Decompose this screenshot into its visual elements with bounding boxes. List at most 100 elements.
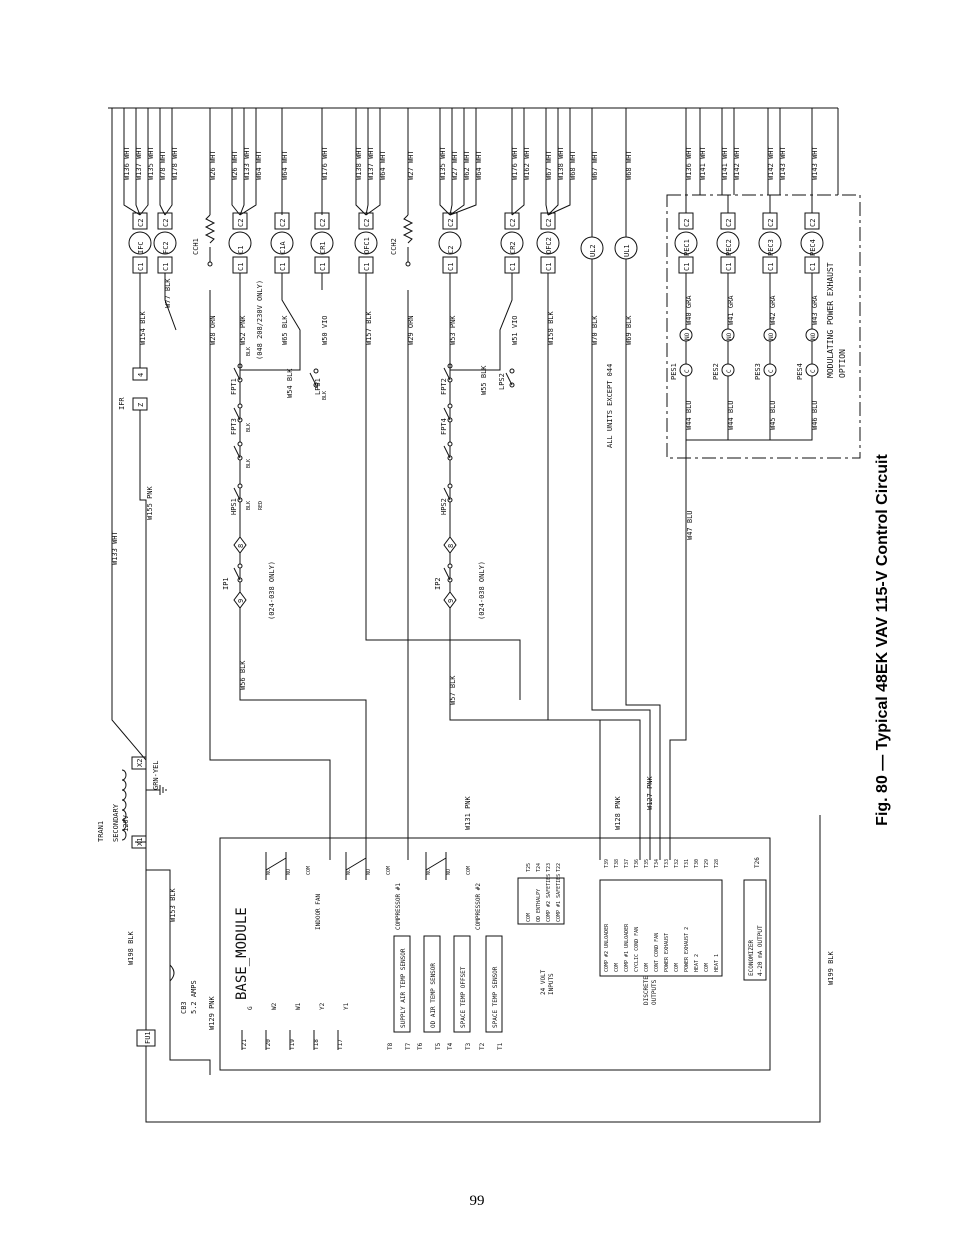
exhaust-blu-label: W46 BLU	[811, 400, 819, 430]
relay-nc: NC	[346, 869, 352, 875]
device-cch2: CCH2	[390, 238, 398, 255]
c1-label: C1	[137, 263, 145, 271]
exhaust-blu-label: W45 BLU	[769, 400, 777, 430]
input-terminal-label: T18	[313, 1039, 320, 1050]
input-terminal-label: T21	[241, 1039, 248, 1050]
c2-label: C2	[137, 219, 145, 227]
column-wire-label: W78 WHT	[159, 150, 167, 180]
column-wire-label: W68 WHT	[625, 150, 633, 180]
column-wire-label: W138 WHT	[355, 145, 363, 180]
pec-c2-label: C2	[767, 219, 775, 227]
wire-color-label: BLK	[246, 501, 252, 510]
w158-path	[547, 290, 641, 860]
exhaust-blu-label: W44 BLU	[685, 400, 693, 430]
discrete-label: COMP #1 UNLOADER	[624, 923, 630, 972]
column-merge	[449, 195, 453, 216]
xfmr-coil	[121, 769, 127, 781]
switch-contact	[447, 403, 453, 409]
column-wire-label: W26 WHT	[231, 150, 239, 180]
column-wire-label: W64 WHT	[379, 150, 387, 180]
column-merge	[547, 195, 559, 216]
column-wire-label: W64 WHT	[255, 150, 263, 180]
wire-color-label: BLK	[322, 391, 328, 400]
device-cr2	[500, 231, 524, 255]
rung-left-wire-label: W53 PNK	[449, 315, 457, 345]
discrete-label: CYCLIC COND FAN	[634, 927, 640, 972]
left-rail-to-fuse	[111, 700, 147, 1030]
sensor-term: T5	[435, 1042, 442, 1050]
relay-nc: NC	[266, 869, 272, 875]
ip-terminal-label: 8	[237, 544, 245, 548]
exhaust-title-1: MODULATING POWER EXHAUST	[826, 262, 835, 378]
pec-label: PEC2	[725, 239, 733, 256]
power-exhaust-option-box	[666, 194, 861, 459]
device-c1	[228, 231, 252, 255]
input-signal-label: G	[247, 1006, 254, 1010]
column-merge	[547, 195, 571, 216]
device-pec1	[674, 231, 698, 255]
w129-to-module	[169, 1030, 211, 1075]
c2-box	[157, 212, 173, 230]
input-terminal-label: T20	[265, 1039, 272, 1050]
device-label: CR2	[509, 241, 517, 254]
device-label: FC2	[162, 241, 170, 254]
sensor-term: T3	[465, 1042, 472, 1050]
discrete-term: T35	[644, 859, 650, 868]
xfmr-ground: GRN-YEL	[152, 760, 160, 790]
pec-label: PEC1	[683, 239, 691, 256]
sensor-box-2	[453, 935, 471, 1033]
xfmr-coil	[121, 799, 127, 811]
switch-contact	[313, 368, 319, 374]
wire-color-label: BLK	[246, 459, 252, 468]
pes-c-label: C	[726, 369, 733, 373]
device-label: C2	[447, 246, 455, 254]
device-pec3	[758, 231, 782, 255]
note-024-038-2: (024-038 ONLY)	[478, 561, 486, 620]
rung-left-wire-label: W69 BLK	[625, 315, 633, 345]
discrete-term: T36	[634, 859, 640, 868]
ip1-label: IP1	[222, 577, 230, 590]
relay-com: COM	[386, 866, 392, 875]
exhaust-gra-label: W42 GRA	[769, 295, 777, 325]
relay-com: COM	[466, 866, 472, 875]
w77-wire	[164, 273, 177, 331]
discrete-term: T34	[654, 859, 660, 868]
w55-label: W55 BLK	[480, 365, 488, 395]
ip-terminal	[233, 536, 247, 554]
column-wire-label: W135 WHT	[439, 145, 447, 180]
relay-label: INDOOR FAN	[315, 893, 322, 930]
fpt4-label: FPT4	[440, 418, 448, 435]
c1-label: C1	[319, 263, 327, 271]
sensor-label: SPACE TEMP OFFSET	[460, 966, 467, 1028]
rung-left-wire-label: W52 PNK	[239, 315, 247, 345]
discrete-label: COM	[704, 963, 710, 972]
pes-c-label: C	[684, 369, 691, 373]
wire-label-w153: W153 BLK	[169, 887, 177, 922]
econ-label-2: 4-20 mA OUTPUT	[757, 925, 764, 976]
w69-path	[625, 290, 661, 860]
c2-box	[504, 212, 520, 230]
wire-label-w198: W198 BLK	[127, 930, 135, 965]
c2-box	[358, 212, 374, 230]
device-pec2	[716, 231, 740, 255]
column-wire-label: W137 WHT	[367, 145, 375, 180]
pes-no-label: NO	[768, 332, 775, 340]
pes-no-label: NO	[726, 332, 733, 340]
switch-blade	[443, 445, 451, 459]
xfmr-lead	[135, 760, 147, 843]
terminal	[207, 261, 213, 267]
input-terminal-label: T17	[337, 1039, 344, 1050]
xfmr-voltage: 120V	[122, 814, 130, 832]
sensor-label: SUPPLY AIR TEMP SENSOR	[400, 948, 407, 1028]
relay-label: COMPRESSOR #2	[475, 883, 482, 930]
c2-box	[314, 212, 330, 230]
w55-loop	[450, 290, 513, 371]
switch-blade	[233, 445, 241, 459]
device-cr1	[310, 231, 334, 255]
c2-label: C2	[319, 219, 327, 227]
exhaust-blu-label: W44 BLU	[727, 400, 735, 430]
pes-c-label: C	[768, 369, 775, 373]
column-wire-label: W64 WHT	[475, 150, 483, 180]
sensor-term: T7	[405, 1042, 412, 1050]
